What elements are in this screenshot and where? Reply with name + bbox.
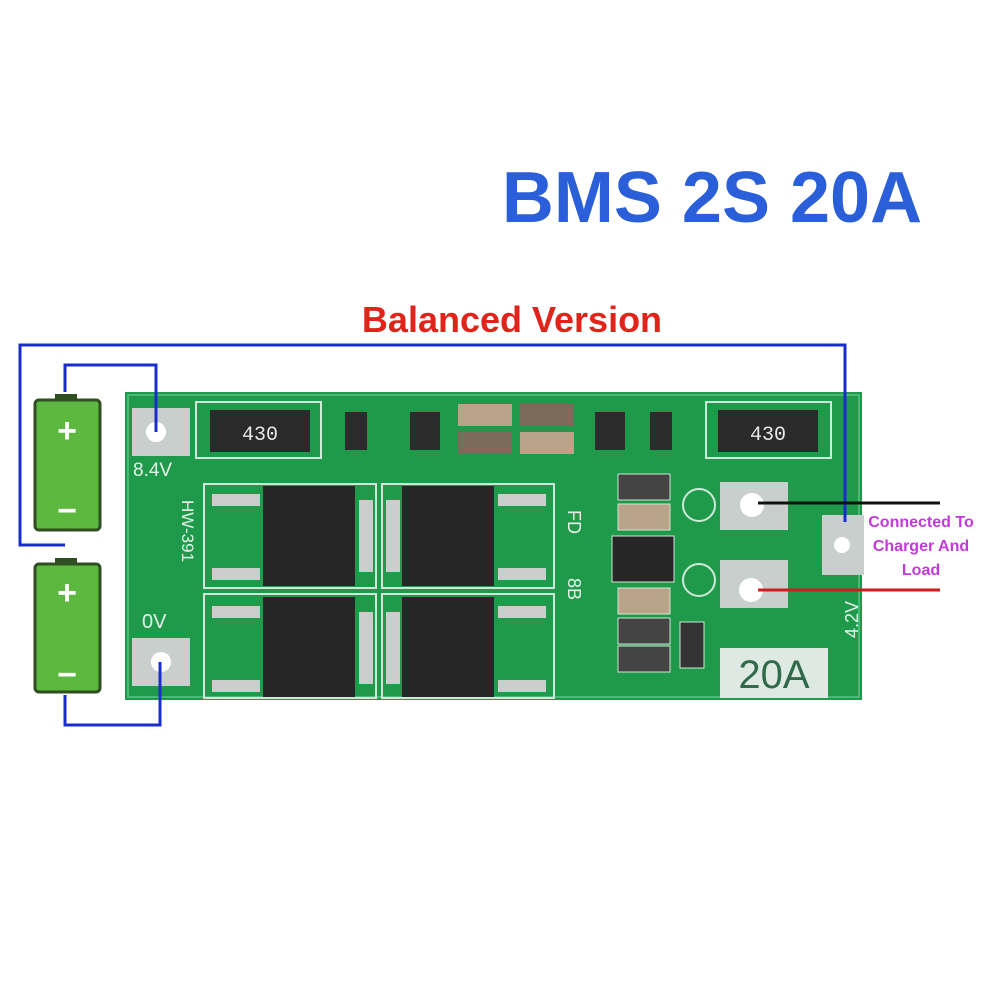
battery-top: + −: [33, 394, 102, 532]
subtitle: Balanced Version: [362, 299, 662, 340]
positive-wire: [63, 363, 158, 432]
balance-wire: [18, 343, 847, 547]
marking-fd: FD: [564, 510, 584, 534]
mosfets: [203, 483, 555, 699]
label-4v2: 4.2V: [842, 601, 862, 638]
annotation-line-3: Load: [902, 562, 940, 579]
connection-annotation: Connected To Charger And Load: [868, 514, 974, 579]
smd-components: [345, 404, 672, 454]
wires: [18, 343, 940, 727]
pcb-board: 8.4V 0V HW-391 430 430: [125, 392, 864, 700]
label-0v: 0V: [142, 611, 167, 633]
battery-bottom: + −: [33, 558, 102, 694]
negative-wire: [63, 662, 162, 727]
current-rating-label: 20A: [738, 653, 809, 697]
battery-minus-icon: −: [57, 492, 77, 530]
smd-right: [611, 473, 716, 673]
battery-plus-icon: +: [57, 574, 77, 612]
annotation-line-1: Connected To: [868, 514, 974, 531]
main-title: BMS 2S 20A: [502, 158, 922, 238]
battery-plus-icon: +: [57, 412, 77, 450]
model-label: HW-391: [178, 500, 197, 562]
resistor-right-label: 430: [750, 424, 786, 447]
battery-minus-icon: −: [57, 656, 77, 694]
annotation-line-2: Charger And: [873, 538, 969, 555]
resistor-left-label: 430: [242, 424, 278, 447]
label-8v4: 8.4V: [133, 460, 172, 481]
marking-8b: 8B: [564, 578, 584, 600]
